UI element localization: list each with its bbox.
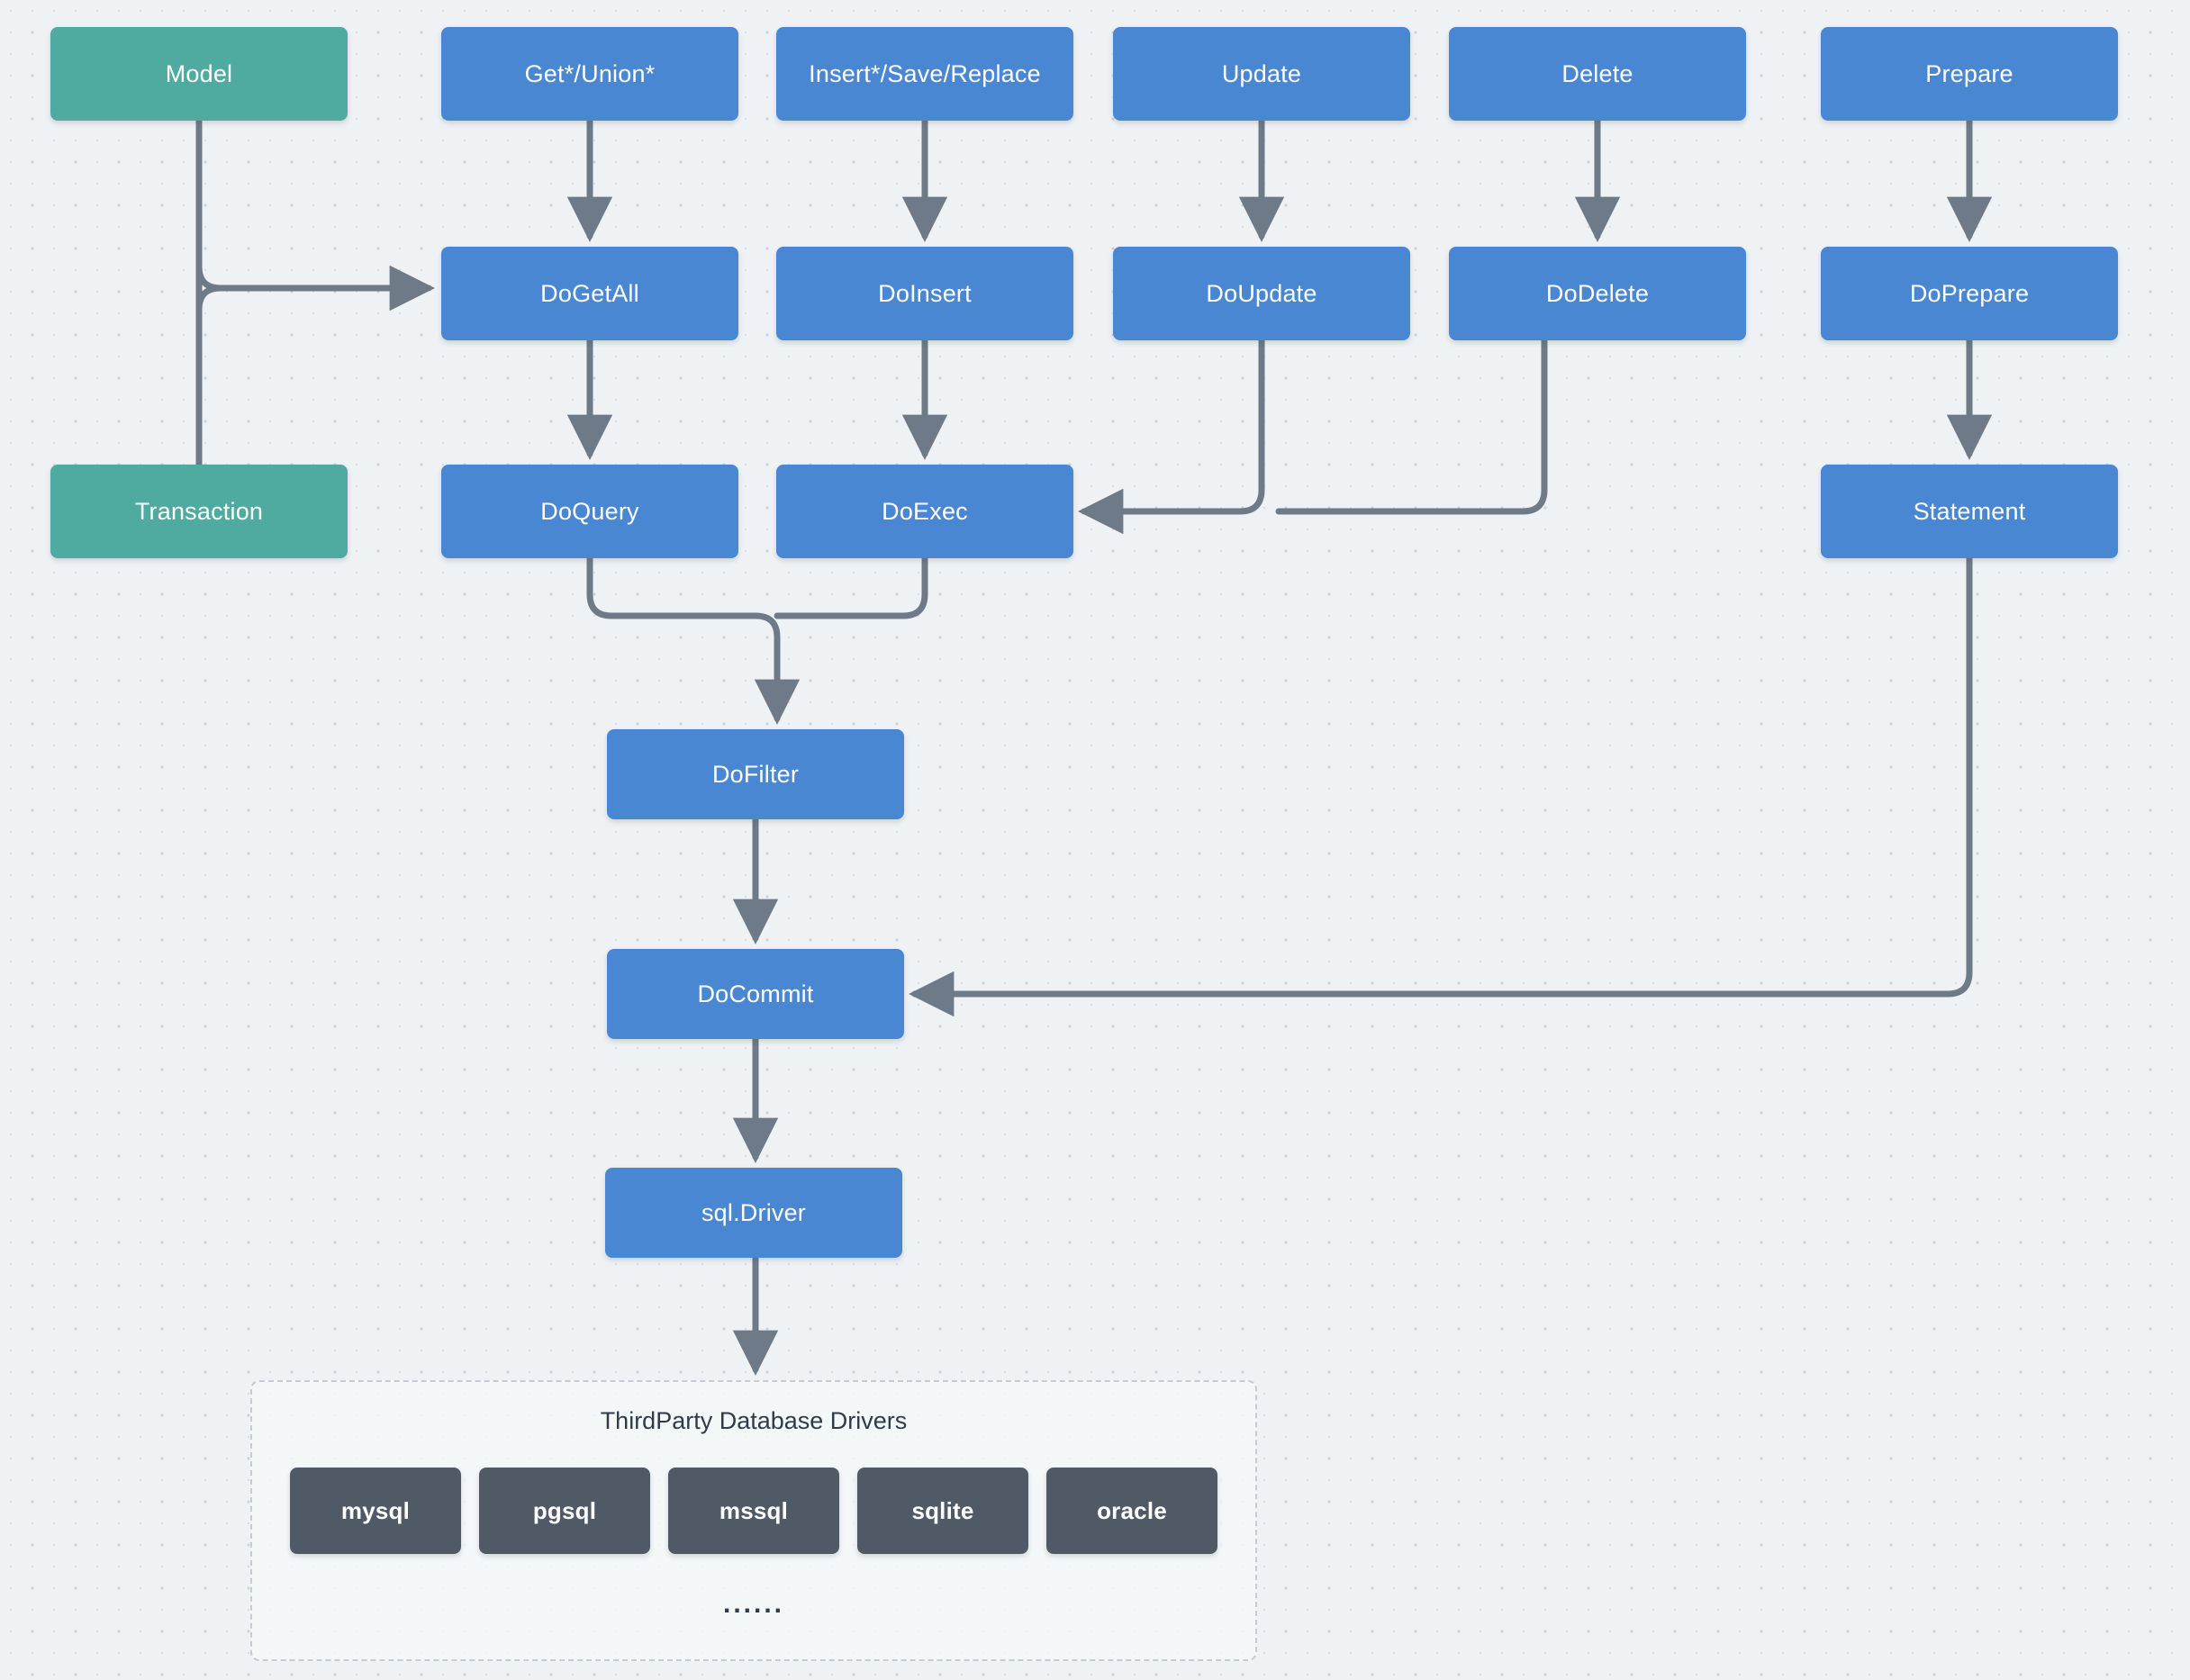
node-doprepare[interactable]: DoPrepare bbox=[1821, 247, 2118, 340]
driver-chip-sqlite[interactable]: sqlite bbox=[857, 1468, 1028, 1554]
node-doquery[interactable]: DoQuery bbox=[441, 465, 738, 558]
node-dodelete[interactable]: DoDelete bbox=[1449, 247, 1746, 340]
node-prepare[interactable]: Prepare bbox=[1821, 27, 2118, 121]
edge-dodelete-to-doexec bbox=[1275, 337, 1548, 515]
node-statement[interactable]: Statement bbox=[1821, 465, 2118, 558]
node-delete[interactable]: Delete bbox=[1449, 27, 1746, 121]
drivers-group-title: ThirdParty Database Drivers bbox=[600, 1407, 908, 1434]
node-transaction[interactable]: Transaction bbox=[50, 465, 348, 558]
edge-statement-to-docommit bbox=[908, 555, 1973, 1017]
driver-chip-oracle[interactable]: oracle bbox=[1046, 1468, 1217, 1554]
node-model[interactable]: Model bbox=[50, 27, 348, 121]
driver-chip-pgsql[interactable]: pgsql bbox=[479, 1468, 650, 1554]
node-getunion[interactable]: Get*/Union* bbox=[441, 27, 738, 121]
node-update[interactable]: Update bbox=[1113, 27, 1410, 121]
driver-chip-mysql[interactable]: mysql bbox=[290, 1468, 461, 1554]
node-insertsave[interactable]: Insert*/Save/Replace bbox=[776, 27, 1073, 121]
edge-model-branch-lower bbox=[195, 285, 224, 313]
driver-chip-mssql[interactable]: mssql bbox=[668, 1468, 839, 1554]
node-doinsert[interactable]: DoInsert bbox=[776, 247, 1073, 340]
node-doupdate[interactable]: DoUpdate bbox=[1113, 247, 1410, 340]
edge-doexec-to-dofilter bbox=[774, 555, 928, 619]
node-sqldriver[interactable]: sql.Driver bbox=[605, 1168, 902, 1258]
drivers-ellipsis: ...... bbox=[722, 1589, 784, 1619]
edge-merge-to-dofilter bbox=[752, 612, 801, 726]
edge-model-to-dogetall bbox=[195, 263, 436, 312]
node-docommit[interactable]: DoCommit bbox=[607, 949, 904, 1039]
node-dofilter[interactable]: DoFilter bbox=[607, 729, 904, 819]
node-doexec[interactable]: DoExec bbox=[776, 465, 1073, 558]
edge-doupdate-to-doexec bbox=[1077, 337, 1265, 535]
edge-doquery-to-dofilter bbox=[586, 555, 759, 619]
node-dogetall[interactable]: DoGetAll bbox=[441, 247, 738, 340]
